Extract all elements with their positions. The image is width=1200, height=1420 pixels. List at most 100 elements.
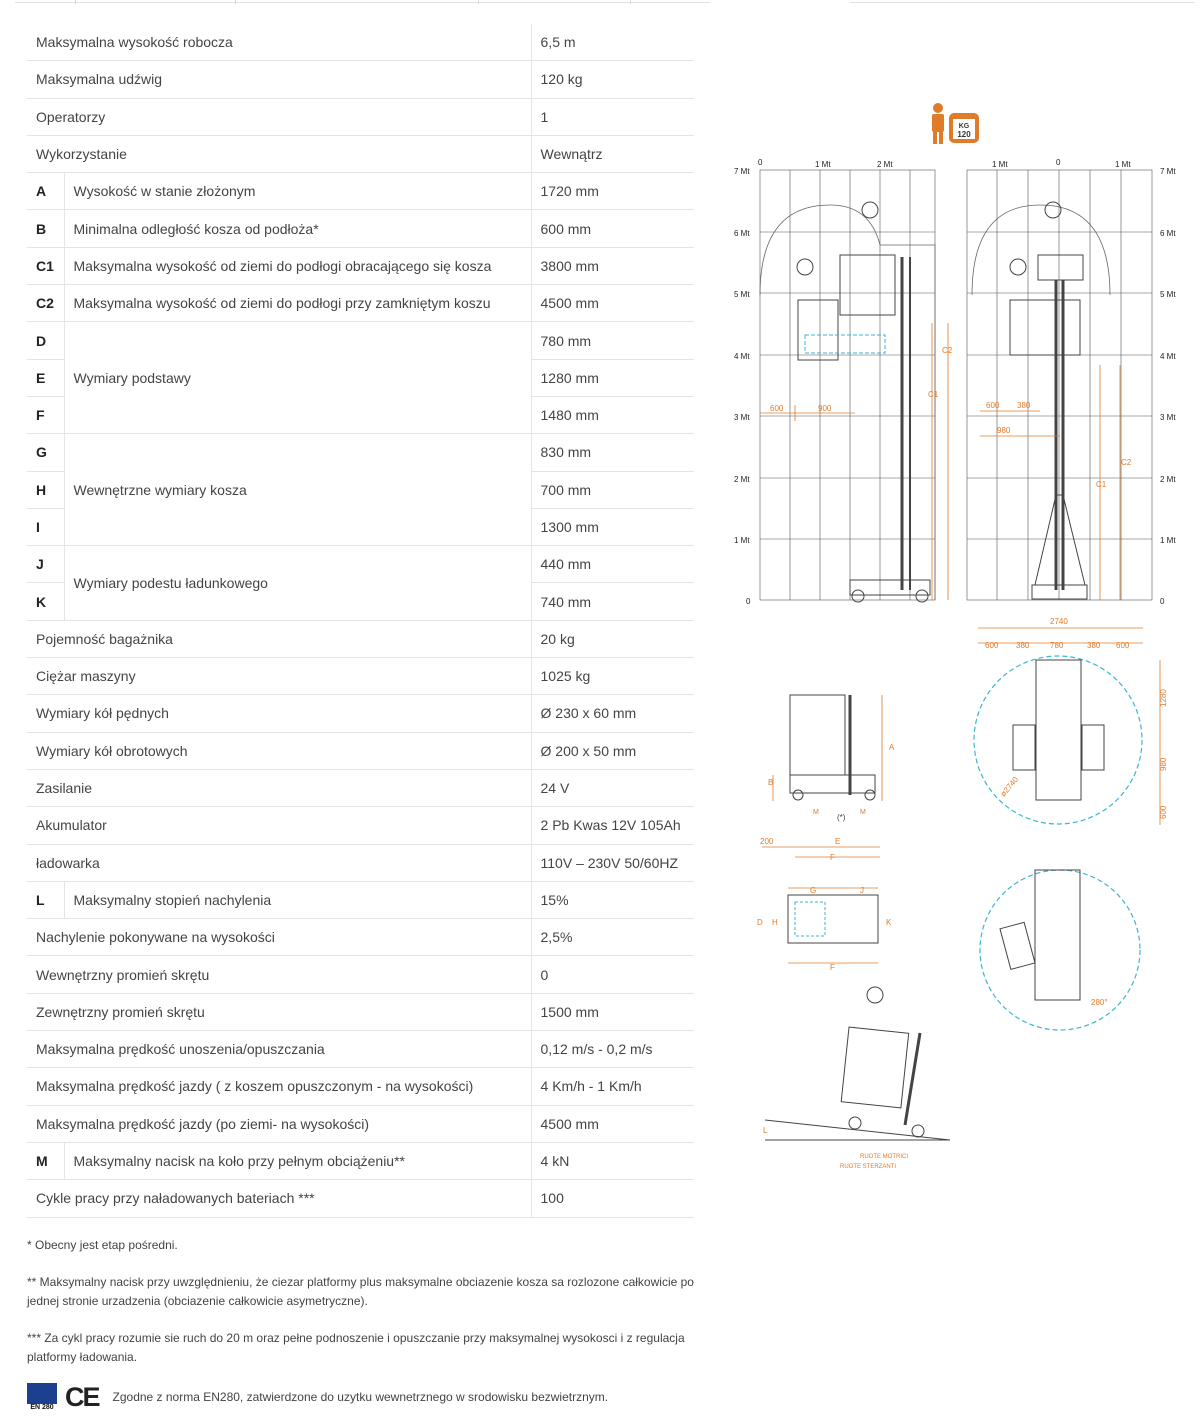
spec-label: Zewnętrzny promień skrętu (27, 993, 532, 1032)
spec-label: Wewnętrzne wymiary kosza (64, 433, 532, 547)
left-dimension-lines (760, 323, 949, 600)
dim-label: C1 (928, 390, 939, 399)
spec-code: B (27, 209, 65, 248)
spec-label: Nachylenie pokonywane na wysokości (27, 918, 532, 957)
plan-segment: 600 (985, 641, 999, 650)
spec-label: Wymiary podstawy (64, 321, 532, 435)
rotation-angle: 280° (1091, 998, 1108, 1007)
plan-side: 1280 (1159, 689, 1168, 707)
right-height-scale: 7 Mt 6 Mt 5 Mt 4 Mt 3 Mt 2 Mt 1 Mt 0 1 M… (992, 158, 1176, 606)
spec-label: Wymiary kół obrotowych (27, 732, 532, 770)
spec-value: 1500 mm (531, 993, 695, 1032)
spec-label: Maksymalna prędkość jazdy (po ziemi- na … (27, 1105, 532, 1143)
spec-code: D (27, 321, 65, 360)
spec-value: 700 mm (531, 471, 695, 509)
dim-label: 600 (986, 401, 1000, 410)
plan-segment: 380 (1016, 641, 1030, 650)
side-label: M (813, 809, 819, 816)
eu-flag-label: EN 280 (27, 1404, 57, 1411)
spec-row: Maksymalna prędkość unoszenia/opuszczani… (27, 1030, 695, 1069)
wheel-label: RUOTE MOTRICI (860, 1154, 908, 1160)
spec-label: Maksymalna wysokość robocza (27, 24, 532, 62)
width-mark: 1 Mt (1115, 160, 1131, 169)
width-mark: 2 Mt (877, 160, 893, 169)
height-mark: 5 Mt (734, 290, 750, 299)
spec-value: 110V – 230V 50/60HZ (531, 844, 695, 882)
right-dimension-labels: 600 380 980 C2 C1 (986, 401, 1132, 489)
spec-value: 780 mm (531, 321, 695, 360)
certification-text: Zgodne z norma EN280, zatwierdzone do uz… (112, 1390, 609, 1404)
top-view: G J D H K F (757, 886, 892, 972)
top-label: J (860, 886, 864, 895)
right-machine-drawing (971, 201, 1111, 600)
spec-code: A (27, 172, 65, 211)
weight-icon: KG 120 (949, 113, 979, 143)
spec-code: J (27, 545, 65, 584)
spec-value: 24 V (531, 769, 695, 808)
spec-code: E (27, 359, 65, 397)
dim-label: C2 (942, 346, 953, 355)
height-mark: 4 Mt (734, 352, 750, 361)
plan-segment: 380 (1087, 641, 1101, 650)
side-view: B A 200 E F (*) M M (760, 694, 895, 862)
spec-value: 1480 mm (531, 396, 695, 435)
plan-total: 2740 (1050, 617, 1068, 626)
plan-radius: ø2740 (999, 775, 1021, 799)
spec-value: 1025 kg (531, 657, 695, 696)
height-mark: 3 Mt (1160, 413, 1176, 422)
side-label: M (860, 809, 866, 816)
spec-value: 6,5 m (531, 24, 695, 62)
spec-row: Maksymalna prędkość jazdy ( z koszem opu… (27, 1067, 695, 1106)
spec-label: Pojemność bagażnika (27, 620, 532, 659)
spec-code: L (27, 881, 65, 920)
spec-value: 1720 mm (531, 172, 695, 211)
slope-label: L (763, 1126, 768, 1135)
spec-code: F (27, 396, 65, 435)
weight-icon-kg: KG (959, 123, 970, 130)
technical-drawing: KG 120 7 Mt 6 Mt 5 Mt 4 Mt 3 Mt 2 Mt 1 M… (734, 103, 1176, 1170)
height-mark: 7 Mt (1160, 167, 1176, 176)
dim-label: 980 (997, 426, 1011, 435)
spec-label: Zasilanie (27, 769, 532, 808)
operator-icon (932, 103, 944, 144)
tab-strip-line (850, 2, 1195, 3)
spec-code: C2 (27, 284, 65, 323)
spec-value: Ø 200 x 50 mm (531, 732, 695, 770)
spec-code: C1 (27, 247, 65, 286)
spec-value: Wewnątrz (531, 135, 695, 174)
top-label: H (772, 918, 778, 927)
tab-divider (630, 0, 631, 4)
tab-strip-line (15, 2, 710, 3)
spec-label: Wysokość w stanie złożonym (64, 172, 532, 211)
width-mark: 0 (1056, 158, 1061, 167)
side-label: A (889, 743, 895, 752)
slope-view: L RUOTE MOTRICI RUOTE STERZANTI (763, 986, 951, 1170)
footnote-1: * Obecny jest etap pośredni. (27, 1238, 178, 1252)
spec-value: 1300 mm (531, 508, 695, 547)
spec-value: 440 mm (531, 545, 695, 584)
plan-side: 600 (1159, 805, 1168, 819)
dim-label: C2 (1121, 458, 1132, 467)
certification: EN 280 CE Zgodne z norma EN280, zatwierd… (27, 1382, 608, 1412)
height-mark: 6 Mt (734, 229, 750, 238)
spec-value: 4 Km/h - 1 Km/h (531, 1067, 695, 1106)
dim-label: 380 (1017, 401, 1031, 410)
spec-value: 740 mm (531, 582, 695, 621)
spec-label: Maksymalna udźwig (27, 60, 532, 99)
spec-value: 3800 mm (531, 247, 695, 286)
spec-code: G (27, 433, 65, 472)
spec-label: Maksymalna prędkość jazdy ( z koszem opu… (27, 1067, 532, 1106)
